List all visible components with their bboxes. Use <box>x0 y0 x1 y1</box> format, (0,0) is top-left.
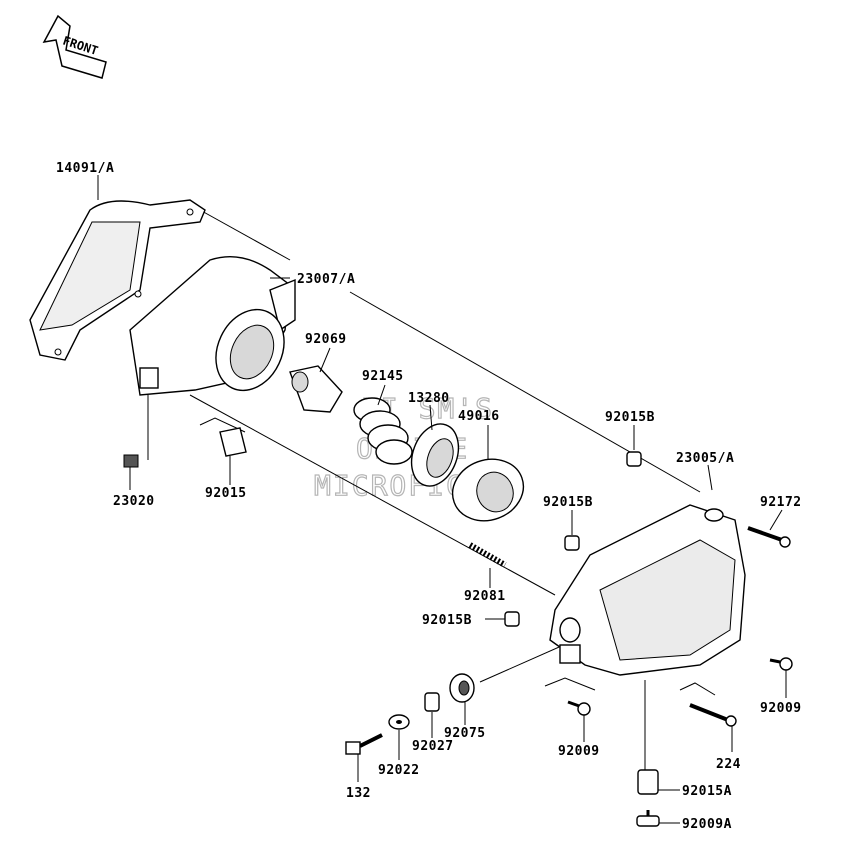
screw-92009a <box>636 810 660 827</box>
callout-92015b-top: 92015B <box>605 410 655 425</box>
callout-92075: 92075 <box>444 726 486 741</box>
housing-23007 <box>129 255 296 396</box>
front-arrow-icon: FRONT <box>42 14 107 79</box>
callout-23020: 23020 <box>113 494 155 509</box>
callout-92015: 92015 <box>205 486 247 501</box>
callout-92015a: 92015A <box>682 784 732 799</box>
callout-23007a: 23007/A <box>297 272 355 287</box>
callout-14091a: 14091/A <box>56 161 114 176</box>
case-23005 <box>549 504 746 676</box>
bushing-92015b-top <box>626 451 642 467</box>
callout-92081: 92081 <box>464 589 506 604</box>
callout-92022: 92022 <box>378 763 420 778</box>
ring-13280 <box>410 423 460 487</box>
callout-23005a: 23005/A <box>676 451 734 466</box>
callout-92172: 92172 <box>760 495 802 510</box>
bushing-92015b-low <box>504 611 520 627</box>
callout-92145: 92145 <box>362 369 404 384</box>
callout-13280: 13280 <box>408 391 450 406</box>
callout-92015b-low: 92015B <box>422 613 472 628</box>
nut-23020 <box>123 454 139 468</box>
callout-92009a: 92009A <box>682 817 732 832</box>
screw-92172 <box>747 526 791 548</box>
cover-14091 <box>29 199 206 361</box>
callout-labels: 14091/A 23007/A 92069 92145 13280 49016 … <box>56 161 802 832</box>
washer-92022 <box>388 714 410 730</box>
callout-92009-right: 92009 <box>760 701 802 716</box>
spring-92145 <box>353 397 413 465</box>
callout-224: 224 <box>716 757 741 772</box>
callout-leaders <box>97 175 787 824</box>
bushing-92015b-mid <box>564 535 580 551</box>
callout-92027: 92027 <box>412 739 454 754</box>
spring-92081 <box>468 542 507 568</box>
clip-92015 <box>219 427 247 457</box>
callout-92009-mid: 92009 <box>558 744 600 759</box>
screw-92009-right <box>769 657 793 671</box>
callout-92069: 92069 <box>305 332 347 347</box>
callout-49016: 49016 <box>458 409 500 424</box>
screw-92009-mid <box>567 700 591 716</box>
bushing-92015a <box>637 769 659 795</box>
grommet-92075 <box>449 673 475 703</box>
callout-132: 132 <box>346 786 371 801</box>
screw-224 <box>689 703 737 727</box>
bulb-92069 <box>289 365 343 413</box>
bolt-132 <box>345 733 383 755</box>
callout-92015b-mid: 92015B <box>543 495 593 510</box>
collar-92027 <box>424 692 440 712</box>
cap-49016 <box>451 458 525 522</box>
